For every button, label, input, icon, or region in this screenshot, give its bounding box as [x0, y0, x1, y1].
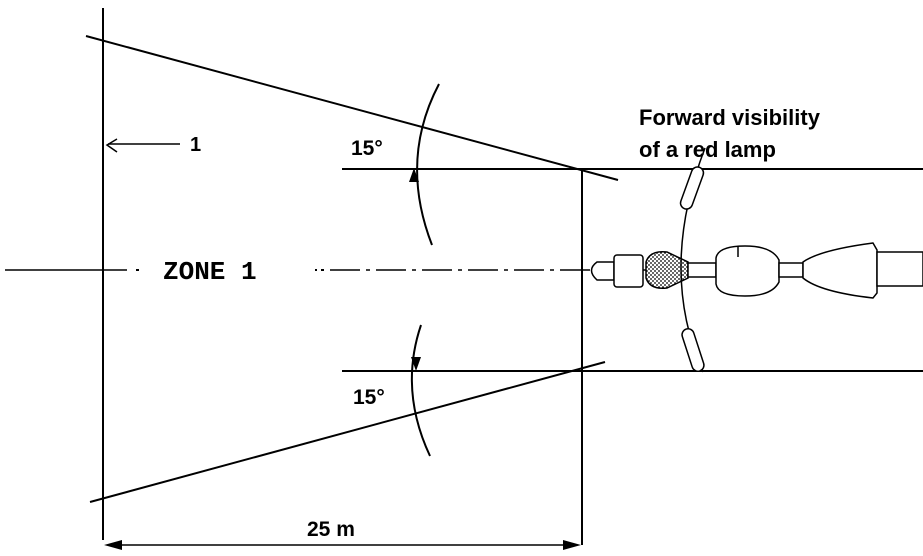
zone-label-background [145, 236, 315, 296]
reference-number-label: 1 [190, 134, 201, 156]
vehicle-rear-flare [802, 242, 878, 299]
lower-field-line [89, 361, 606, 503]
upper-field-line [85, 35, 619, 181]
distance-label: 25 m [307, 518, 355, 541]
red-lamp-icon [645, 250, 689, 290]
zone-label: ZONE 1 [163, 257, 257, 287]
vehicle-figure [590, 147, 923, 373]
lower-angle-arc [410, 324, 431, 457]
upper-marker-capsule [679, 166, 705, 210]
vehicle-waist [778, 262, 804, 278]
vehicle-tail [876, 251, 923, 287]
title-line-1: Forward visibility [639, 105, 821, 130]
title-line-2: of a red lamp [639, 137, 776, 162]
centerline-dot [136, 269, 139, 271]
lower-angle-arrowhead [411, 357, 421, 371]
upper-angle-arc [416, 83, 440, 246]
vehicle-front-section [613, 254, 644, 288]
vehicle-tip [590, 261, 615, 281]
lower-angle-label: 15° [353, 386, 385, 409]
vehicle-body-bulb [715, 245, 780, 297]
centerline-dot [314, 269, 317, 271]
upper-angle-arrowhead [409, 168, 419, 182]
dimension-arrow-left [104, 540, 122, 550]
lower-marker-capsule [681, 328, 705, 372]
vehicle-neck [687, 262, 717, 278]
upper-angle-label: 15° [351, 137, 383, 160]
reference-arrow-tip [105, 138, 118, 153]
centerline-dot [321, 269, 324, 271]
dimension-arrow-right [563, 540, 581, 550]
